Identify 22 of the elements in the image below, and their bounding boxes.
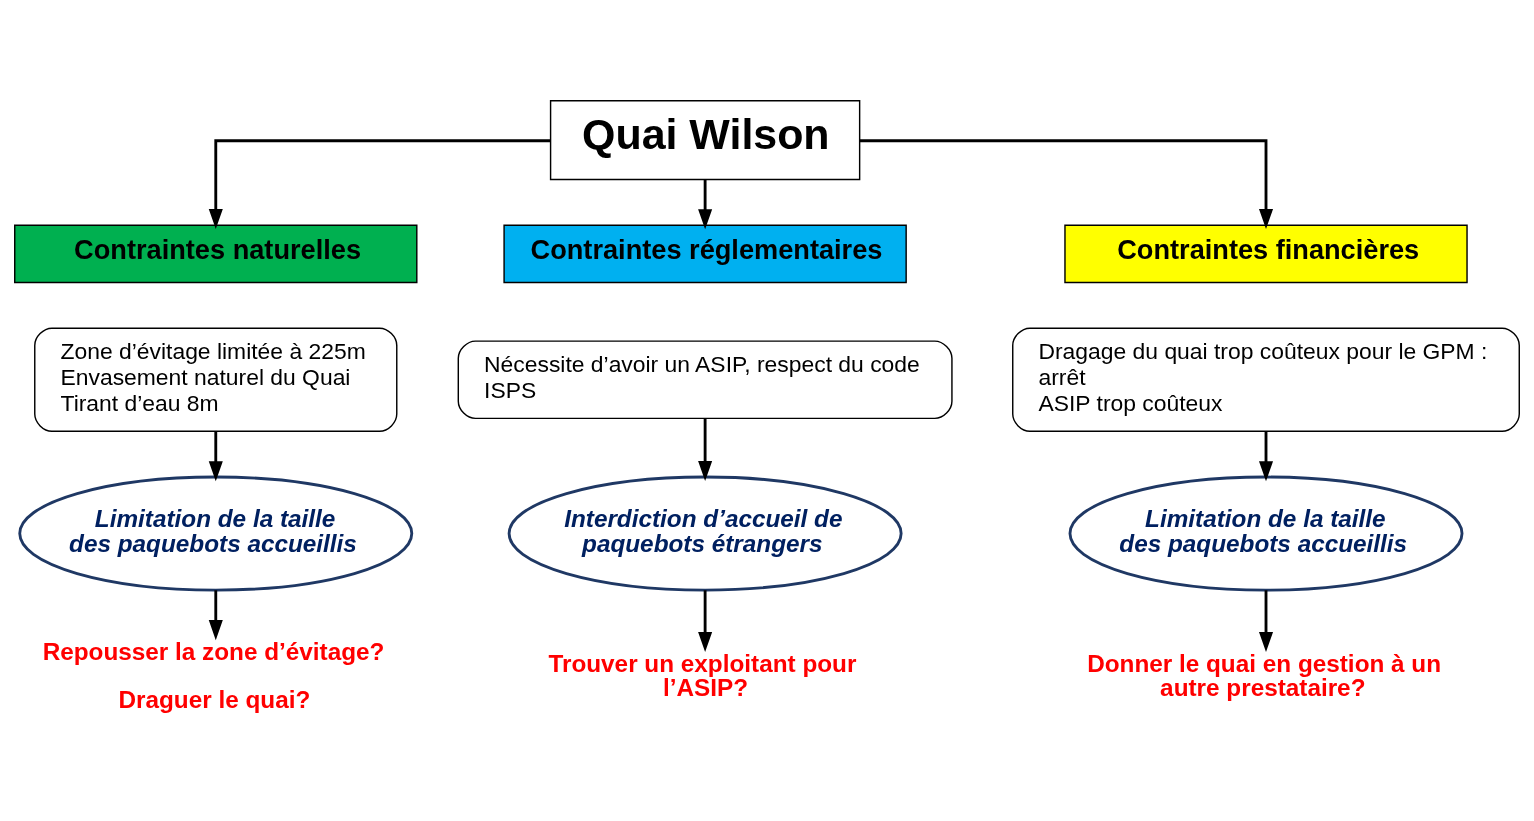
node-box: Contraintes naturelles bbox=[14, 224, 418, 284]
node-ellipse: Limitation de la taille des paquebots accueillis bbox=[1068, 475, 1464, 592]
node-box: Dragage du quai trop coûteux pour le GPM : arrêt ASIP trop coûteux bbox=[1012, 327, 1520, 432]
node-text: Trouver un exploitant pour l’ASIP? bbox=[548, 649, 857, 702]
arrow bbox=[698, 590, 713, 653]
arrow bbox=[208, 431, 223, 482]
arrow bbox=[698, 179, 713, 230]
arrow bbox=[1259, 431, 1274, 482]
arrow bbox=[208, 590, 223, 641]
node-text: Repousser la zone d’évitage? Draguer le quai? bbox=[42, 637, 385, 714]
node-ellipse: Limitation de la taille des paquebots accueillis bbox=[18, 475, 414, 592]
arrow bbox=[859, 139, 1274, 230]
node-box: Contraintes financières bbox=[1064, 224, 1468, 284]
arrow bbox=[208, 139, 551, 230]
node-box: Zone d’évitage limitée à 225m Envasement naturel du Quai Tirant d’eau 8m bbox=[34, 327, 398, 432]
node-box: Quai Wilson bbox=[549, 100, 861, 181]
arrow bbox=[1259, 590, 1274, 653]
arrow bbox=[698, 418, 713, 482]
node-box: Contraintes réglementaires bbox=[503, 224, 907, 284]
node-ellipse: Interdiction d’accueil de paquebots étrangers bbox=[507, 475, 903, 592]
node-text: Donner le quai en gestion à un autre prestataire? bbox=[1087, 649, 1442, 702]
node-box: Nécessite d’avoir un ASIP, respect du code ISPS bbox=[457, 340, 953, 420]
